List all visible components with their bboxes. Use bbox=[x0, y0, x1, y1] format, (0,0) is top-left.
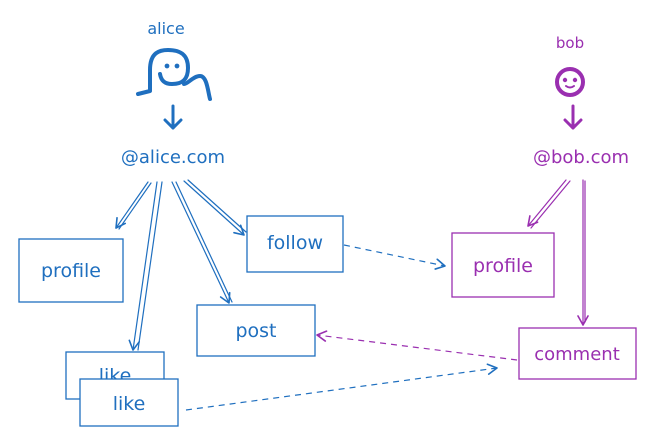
arrow-bob-to-profile bbox=[527, 179, 567, 227]
alice-handle-label: @alice.com bbox=[121, 147, 225, 168]
bob-handle-label: @bob.com bbox=[533, 147, 629, 168]
arrow-bob-to-profile-sketch bbox=[530, 180, 571, 229]
alice-post-label: post bbox=[235, 320, 276, 342]
arrow-alice-to-profile bbox=[115, 181, 149, 229]
arrow-like-to-comment bbox=[185, 363, 498, 411]
alice-post-node: post bbox=[196, 304, 316, 357]
arrow-alice-to-follow bbox=[183, 180, 245, 236]
arrow-alice-to-follow-sketch bbox=[187, 179, 247, 233]
arrow-alice-to-post-sketch bbox=[175, 181, 233, 303]
bob-comment-node: comment bbox=[518, 327, 637, 380]
alice-like-front-label: like bbox=[113, 393, 146, 415]
arrow-alice-to-profile-sketch bbox=[118, 182, 152, 230]
bob-down-arrow-icon bbox=[563, 104, 583, 130]
arrow-alice-to-post bbox=[171, 181, 231, 304]
bob-avatar-icon bbox=[555, 67, 585, 97]
bob-name-label: bob bbox=[556, 34, 584, 52]
bob-profile-node: profile bbox=[451, 232, 555, 298]
alice-avatar-icon bbox=[136, 48, 212, 101]
bob-profile-label: profile bbox=[473, 255, 533, 277]
alice-follow-node: follow bbox=[246, 215, 344, 273]
alice-name-label: alice bbox=[147, 19, 184, 38]
alice-follow-label: follow bbox=[267, 232, 323, 254]
arrow-comment-to-post bbox=[316, 330, 518, 361]
alice-profile-label: profile bbox=[41, 260, 101, 282]
alice-down-arrow-icon bbox=[163, 104, 183, 130]
alice-profile-node: profile bbox=[18, 238, 124, 303]
arrow-follow-to-bob-profile bbox=[343, 244, 446, 270]
alice-like-node-front: like bbox=[79, 378, 179, 427]
arrow-alice-to-like-sketch bbox=[137, 181, 163, 351]
arrow-alice-to-like bbox=[128, 181, 158, 351]
bob-comment-label: comment bbox=[534, 344, 620, 365]
